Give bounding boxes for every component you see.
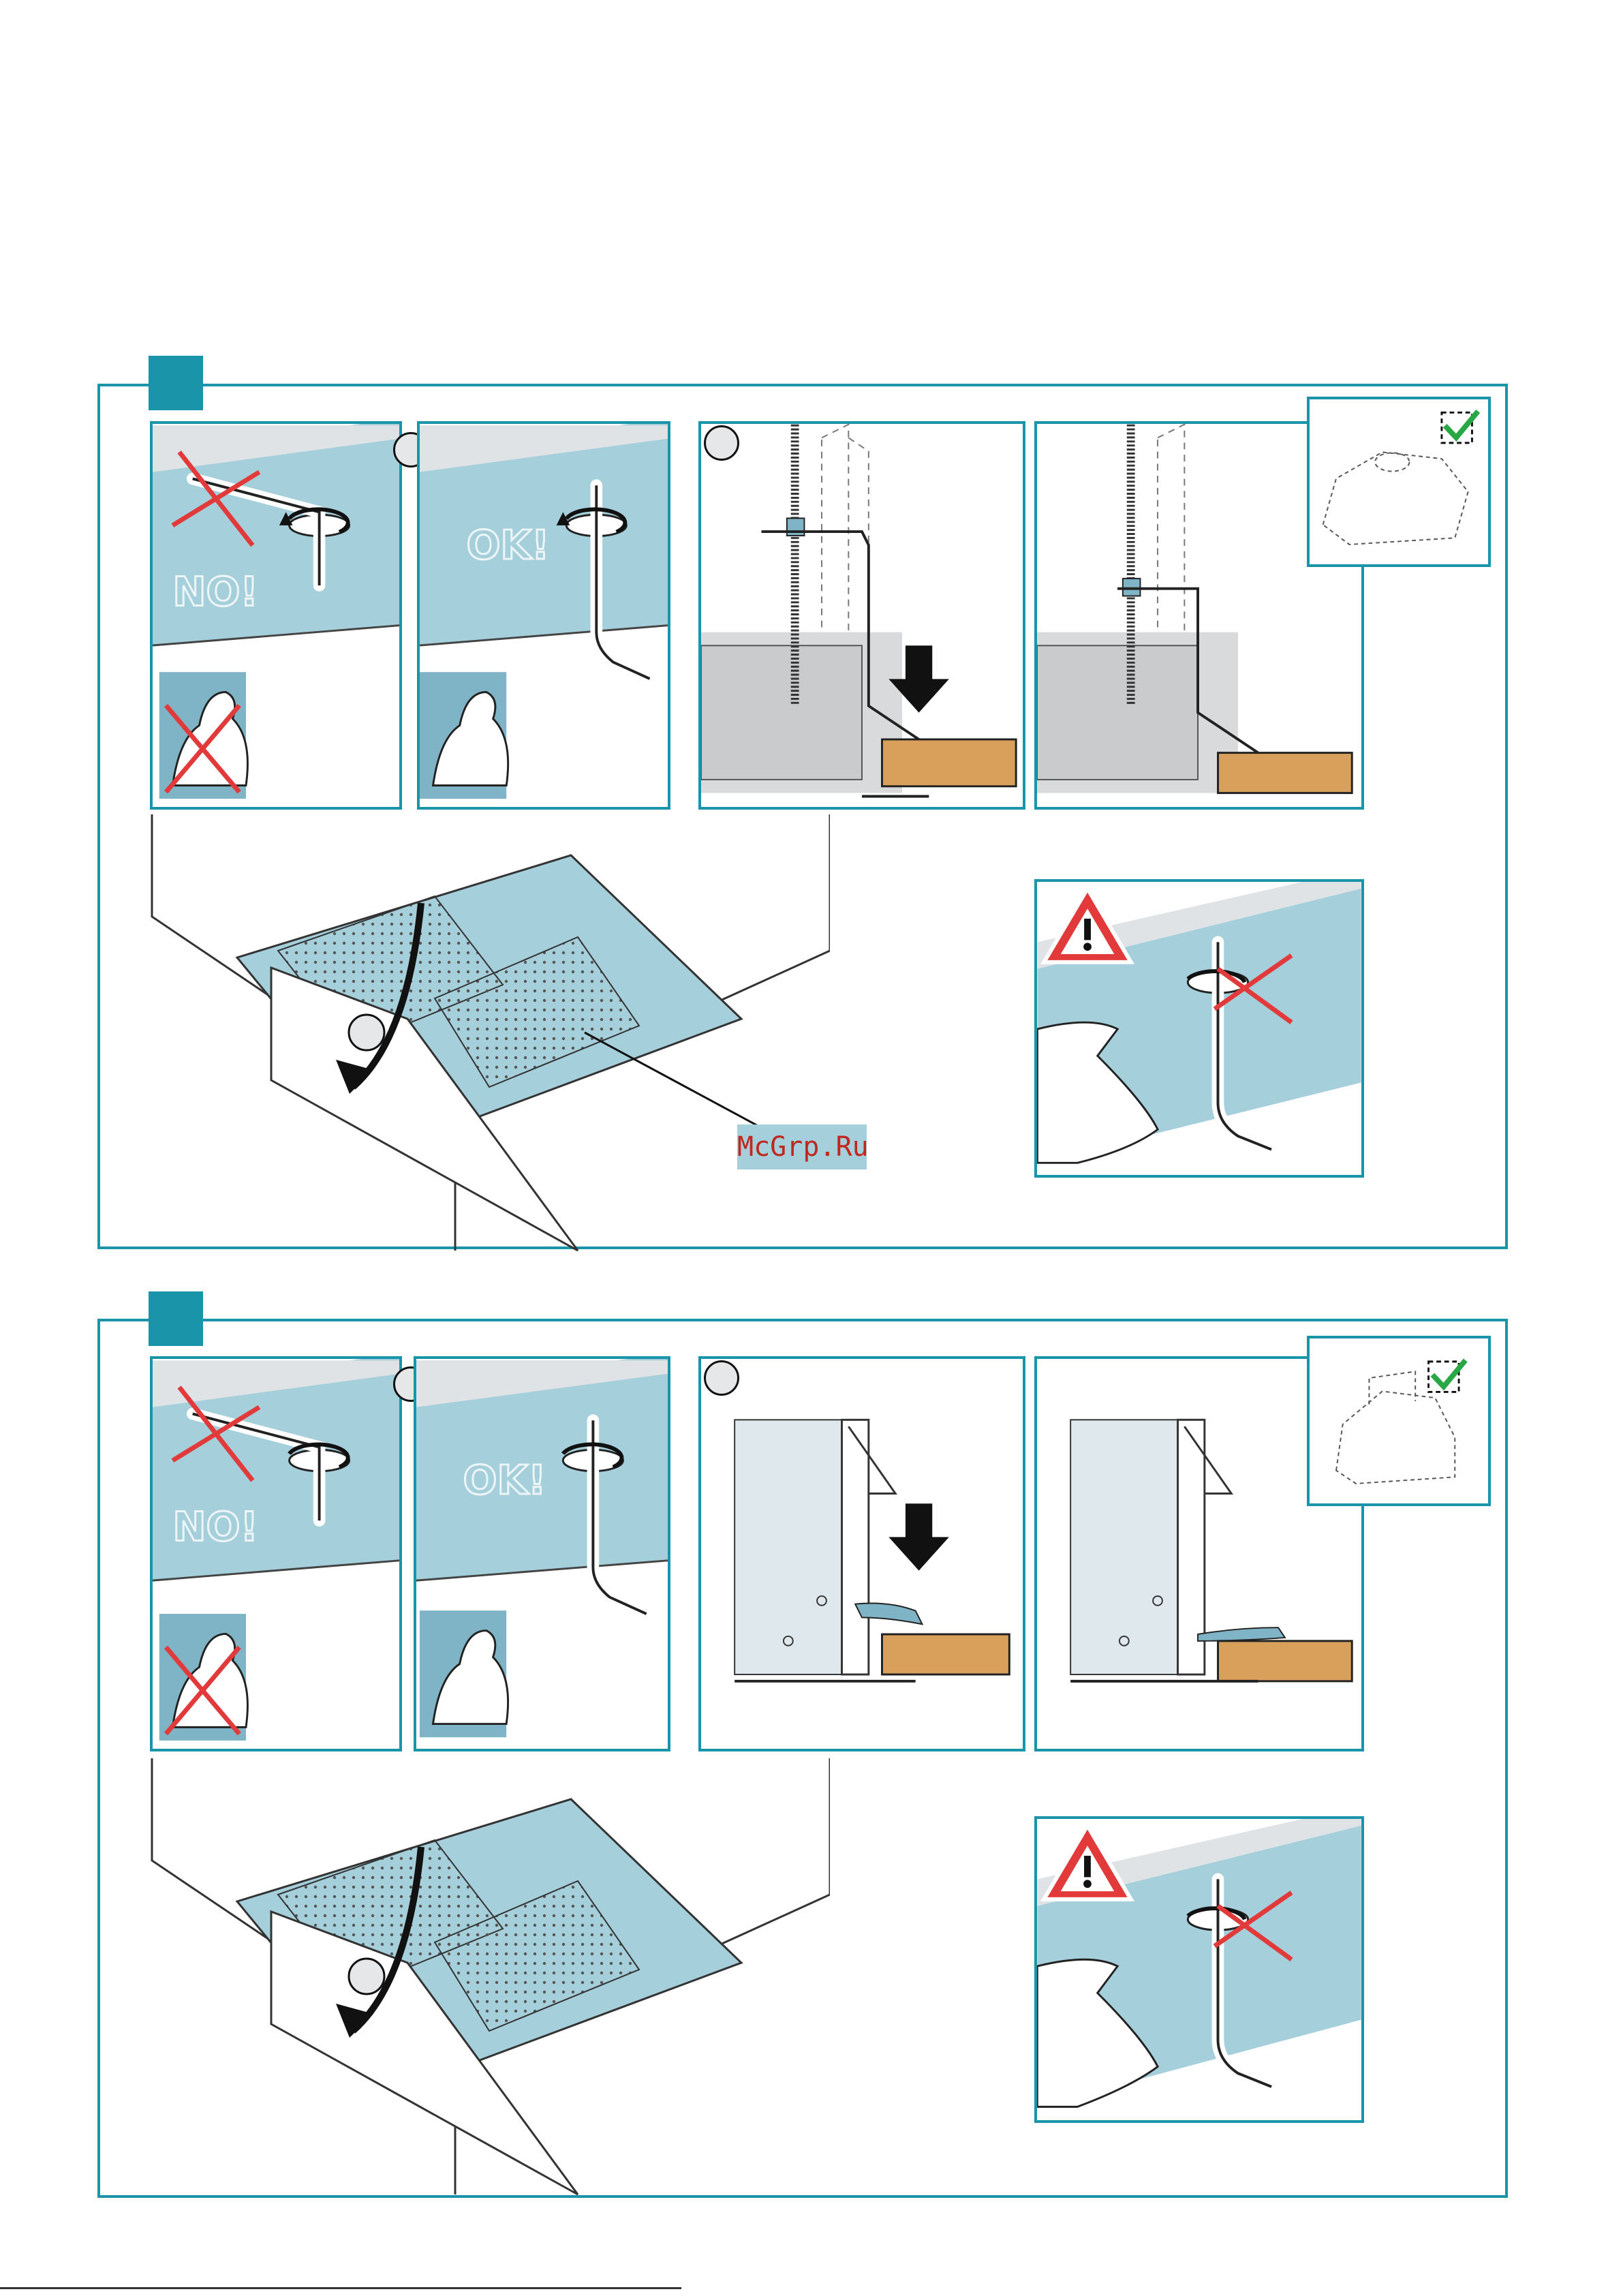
- rod-down-illustration-1: [701, 424, 1023, 807]
- no-label-1: NO!: [172, 568, 258, 615]
- no-illustration-1: NO!: [153, 424, 399, 807]
- clip-down-illustration-2: [701, 1359, 1023, 1749]
- checkmark-icon: [1432, 1360, 1465, 1387]
- panel-clip-down-2: [698, 1356, 1025, 1751]
- hood-scene-illustration-1: [149, 814, 830, 1264]
- panel-ok-2: OK!: [414, 1356, 670, 1751]
- hood-scene-illustration-2: [149, 1758, 830, 2208]
- ok-label-2: OK!: [463, 1456, 546, 1503]
- panel-warning-1: [1034, 879, 1364, 1178]
- section-1-tab: [149, 356, 203, 410]
- hood-outline-illustration-2: [1310, 1338, 1488, 1503]
- panel-rod-down-1: [698, 421, 1025, 810]
- panel-check-2: [1307, 1336, 1491, 1506]
- ok-illustration-2: OK!: [416, 1359, 668, 1749]
- panel-no-2: NO!: [150, 1356, 402, 1751]
- ok-label-1: OK!: [466, 522, 549, 568]
- warning-illustration-2: [1037, 1819, 1361, 2120]
- hood-scene-1: [149, 814, 830, 1264]
- panel-no-1: NO!: [150, 421, 402, 810]
- step-circle-1b: [704, 425, 739, 461]
- no-label-2: NO!: [172, 1503, 258, 1550]
- hood-scene-2: [149, 1758, 830, 2208]
- panel-ok-1: OK!: [417, 421, 670, 810]
- watermark: McGrp.Ru: [737, 1124, 867, 1169]
- ok-illustration-1: OK!: [420, 424, 668, 807]
- no-illustration-2: NO!: [153, 1359, 399, 1749]
- footer-rule: [0, 2287, 681, 2289]
- warning-illustration-1: [1037, 882, 1361, 1175]
- down-arrow-icon: [888, 1503, 949, 1570]
- hood-outline-illustration-1: [1310, 399, 1488, 564]
- panel-check-1: [1307, 397, 1491, 567]
- panel-warning-2: [1034, 1816, 1364, 2123]
- section-2-tab: [149, 1291, 203, 1346]
- step-circle-2b: [704, 1360, 739, 1396]
